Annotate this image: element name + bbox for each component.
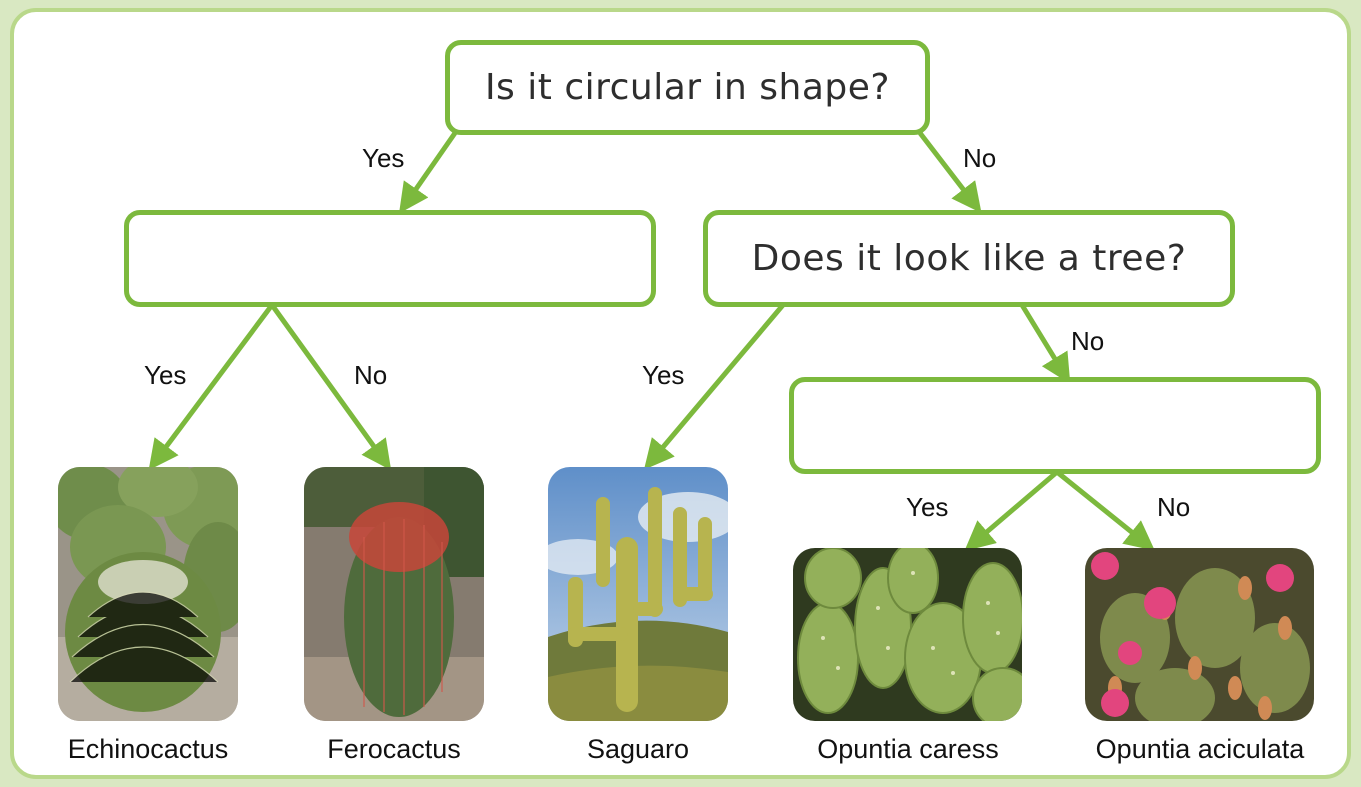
- question-root: Is it circular in shape?: [445, 40, 930, 135]
- echinocactus-photo: [58, 467, 238, 721]
- edge-label-root-yes: Yes: [362, 143, 404, 174]
- opuntia-aciculata-label: Opuntia aciculata: [1055, 734, 1345, 765]
- edge-label-lower-yes: Yes: [906, 492, 948, 523]
- edge-label-right-no: No: [1071, 326, 1104, 357]
- arrow-lower-no: [1057, 472, 1144, 542]
- arrow-right-no: [1022, 305, 1063, 372]
- edge-label-left-yes: Yes: [144, 360, 186, 391]
- saguaro-photo: [548, 467, 728, 721]
- question-right-text: Does it look like a tree?: [752, 238, 1187, 279]
- arrow-lower-yes: [975, 472, 1057, 542]
- question-root-text: Is it circular in shape?: [485, 67, 890, 108]
- edge-label-lower-no: No: [1157, 492, 1190, 523]
- question-left-blank: [124, 210, 656, 307]
- ferocactus-photo: [304, 467, 484, 721]
- question-right: Does it look like a tree?: [703, 210, 1235, 307]
- opuntia-caress-label: Opuntia caress: [778, 734, 1038, 765]
- arrow-root-yes: [407, 133, 455, 202]
- ferocactus-label: Ferocactus: [264, 734, 524, 765]
- edge-label-left-no: No: [354, 360, 387, 391]
- echinocactus-label: Echinocactus: [18, 734, 278, 765]
- opuntia-aciculata-photo: [1085, 548, 1314, 721]
- question-lower-right-blank: [789, 377, 1321, 474]
- saguaro-label: Saguaro: [508, 734, 768, 765]
- opuntia-caress-photo: [793, 548, 1022, 721]
- edge-label-right-yes: Yes: [642, 360, 684, 391]
- edge-label-root-no: No: [963, 143, 996, 174]
